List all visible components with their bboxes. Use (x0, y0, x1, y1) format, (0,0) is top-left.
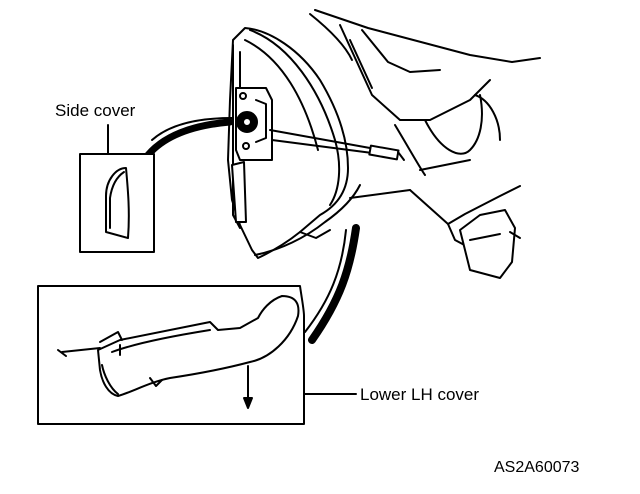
side-cover-part (105, 167, 130, 239)
side-cover-callout (79, 117, 234, 253)
instrument-panel (227, 9, 541, 279)
lower-lh-cover-label: Lower LH cover (360, 385, 480, 404)
bolt (368, 144, 400, 161)
lower-lh-cover-part (97, 295, 300, 397)
figure-code: AS2A60073 (494, 459, 580, 476)
side-cover-label: Side cover (55, 101, 136, 120)
lower-lh-cover-callout (37, 224, 360, 425)
